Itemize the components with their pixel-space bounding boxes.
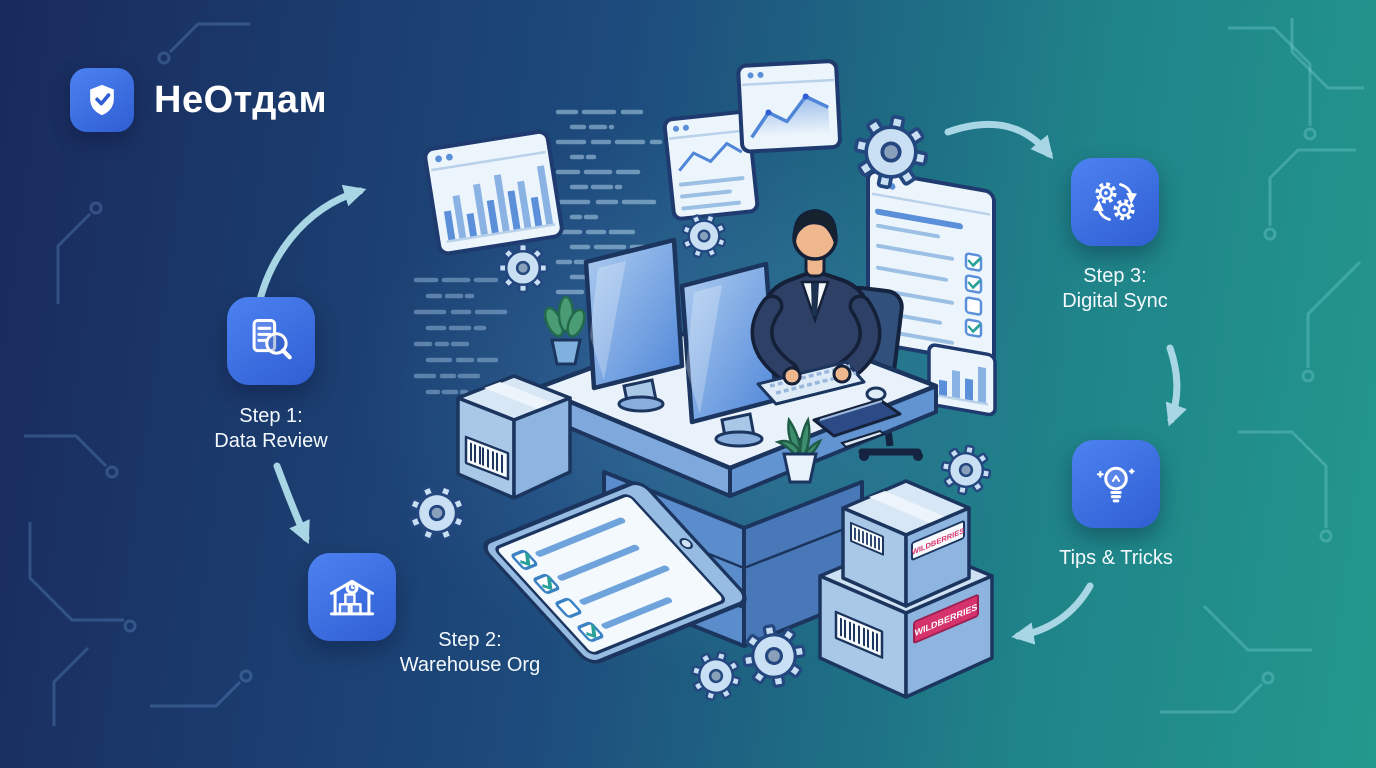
logo-title: НеОтдам — [154, 78, 328, 121]
barcode — [464, 435, 510, 481]
mouse — [865, 386, 887, 402]
circuit-traces-left — [24, 22, 253, 726]
worker-tie — [811, 283, 819, 316]
logo-badge — [70, 68, 134, 132]
shield-check-icon — [90, 84, 114, 116]
code-lines-left — [413, 277, 511, 395]
step-3-label: Step 3: Digital Sync — [995, 264, 1235, 314]
tips-title: Tips & Tricks — [1059, 547, 1173, 569]
step-3-tile — [1071, 158, 1159, 246]
window-bar-chart — [423, 129, 564, 256]
window-mini-bars — [927, 343, 997, 417]
pen — [840, 429, 887, 449]
document-search-icon — [252, 318, 292, 360]
plant-right — [774, 416, 823, 484]
tips-tile — [1072, 440, 1160, 528]
window-mini-analytics — [662, 110, 760, 221]
window-line-chart — [736, 59, 842, 154]
worker-hair — [792, 208, 838, 245]
arrow-scene-to-step3 — [944, 120, 1054, 160]
step-1-title: Step 1: — [239, 405, 303, 427]
worker-hand-right — [832, 364, 852, 384]
monitor-left — [583, 237, 685, 413]
plant-left — [543, 295, 586, 366]
step-2-tile — [308, 553, 396, 641]
warehouse-boxes-icon — [329, 579, 375, 616]
step-2-subtitle: Warehouse Org — [399, 654, 541, 676]
barcode — [850, 521, 884, 556]
checklist-rows — [511, 517, 673, 642]
arrow-step3-to-tips — [1165, 344, 1187, 427]
step-1-subtitle: Data Review — [214, 430, 328, 452]
step-2-title: Step 2: — [438, 629, 502, 651]
parcel-box-left — [456, 374, 572, 500]
parcel-boxes-right: WILDBERRIES WILDBERRIES — [818, 479, 994, 699]
step-1-label: Step 1: Data Review — [151, 404, 391, 454]
arrow-tips-to-boxes — [1011, 582, 1094, 645]
step-1-tile — [227, 297, 315, 385]
circuit-traces-right — [1160, 18, 1364, 714]
lightbulb-icon — [1096, 466, 1135, 503]
checklist-tablet — [483, 481, 747, 664]
step-3-subtitle: Digital Sync — [1062, 290, 1168, 312]
arrow-step1-to-step2 — [273, 462, 310, 545]
monitor-right — [679, 261, 779, 448]
barcode — [834, 610, 884, 659]
flow-arrows — [252, 120, 1187, 645]
step-3-title: Step 3: — [1083, 265, 1147, 287]
brand-logo: НеОтдам — [70, 68, 327, 132]
tablet-home-button — [679, 538, 693, 550]
tips-label: Tips & Tricks — [996, 546, 1236, 571]
step-2-label: Step 2: Warehouse Org — [350, 628, 590, 678]
notebook — [812, 398, 902, 449]
sync-gears-icon — [1092, 182, 1138, 221]
worker-hand-left — [782, 366, 802, 386]
